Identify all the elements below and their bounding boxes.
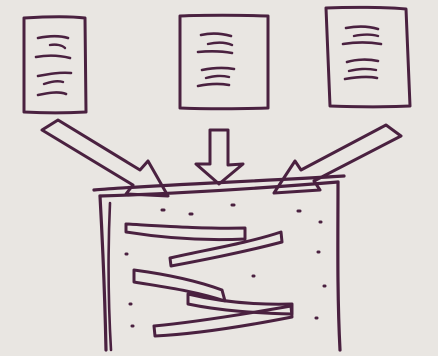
document-center	[180, 15, 268, 109]
document-right	[326, 7, 410, 106]
container-box	[94, 176, 344, 350]
arrow-left	[42, 120, 168, 196]
document-left	[24, 17, 86, 113]
mixed-strips	[126, 224, 292, 336]
arrow-center	[196, 130, 243, 184]
speckles	[126, 205, 325, 326]
